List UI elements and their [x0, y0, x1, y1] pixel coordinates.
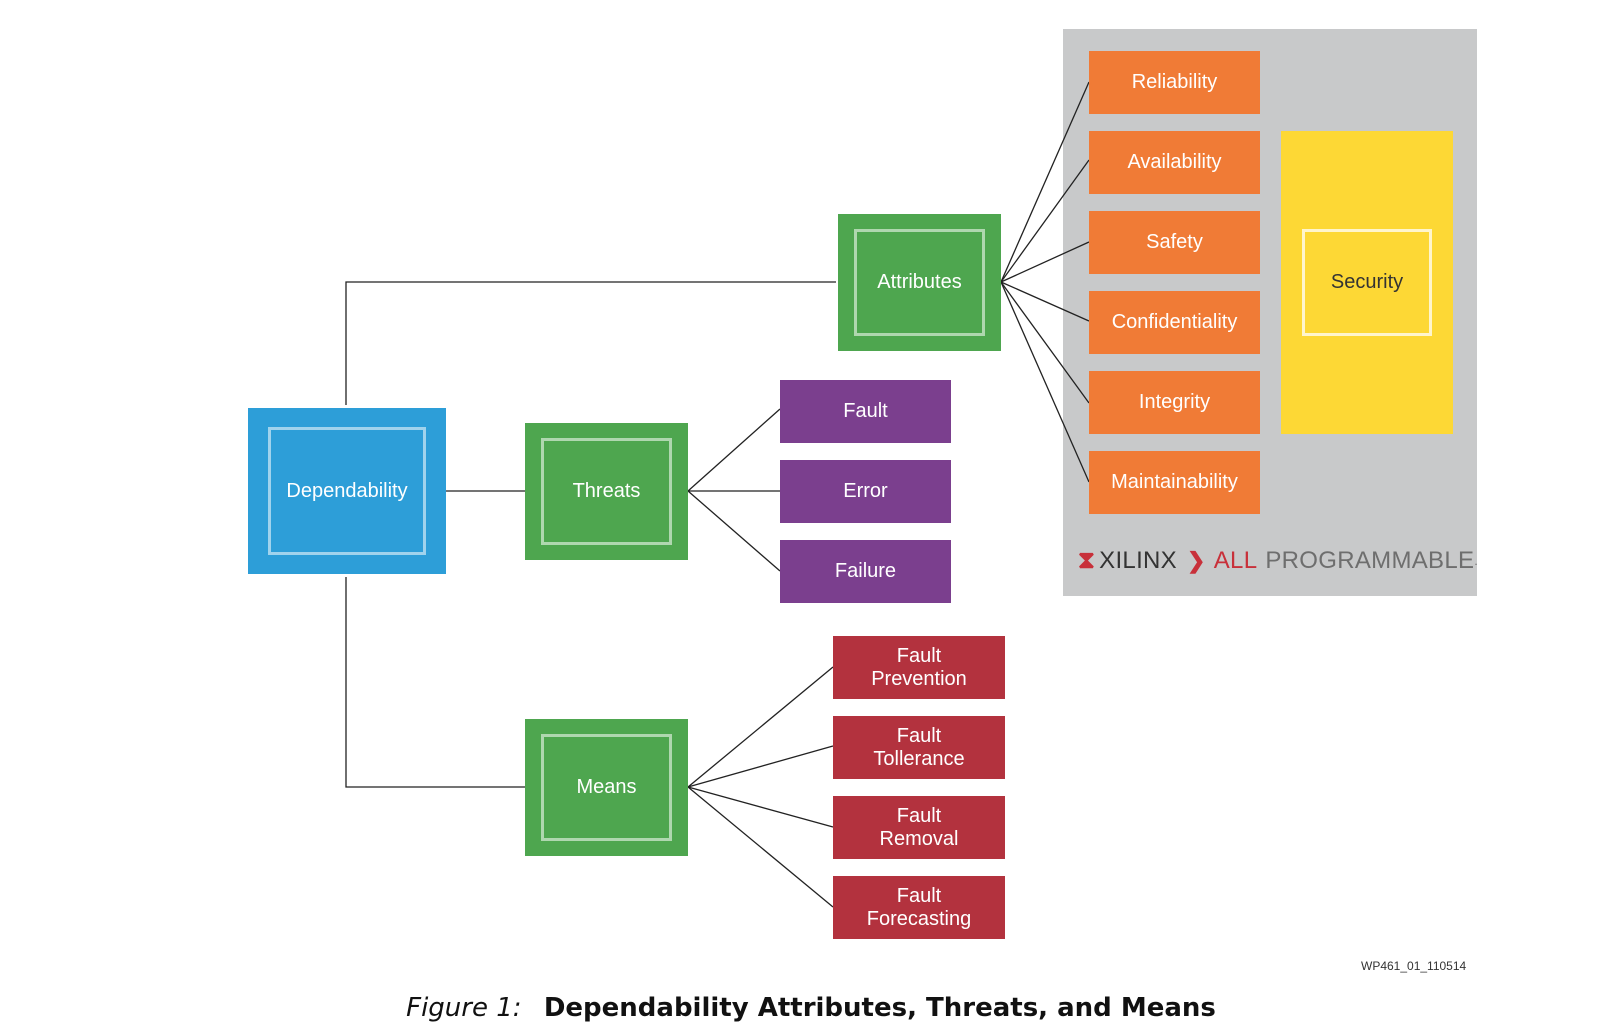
- attribute-label: Maintainability: [1111, 471, 1238, 493]
- connector-attr-integrity: [1000, 281, 1090, 404]
- connector-dependability-attributes: [345, 281, 836, 405]
- connector-mean-removal: [687, 786, 834, 828]
- connector-attr-maintainability: [1000, 281, 1090, 483]
- connector-threat-fault: [687, 408, 781, 492]
- threat-error: Error: [780, 460, 951, 523]
- threat-label: Fault: [843, 400, 888, 422]
- attribute-label: Confidentiality: [1111, 311, 1238, 333]
- attribute-label: Availability: [1127, 151, 1222, 173]
- inner-frame: [268, 427, 426, 555]
- threats-label: Threats: [572, 480, 641, 502]
- means-label: Means: [576, 776, 637, 798]
- figure-id: WP461_01_110514: [1361, 959, 1467, 973]
- logo-brand: XILINX: [1099, 547, 1177, 574]
- mean-fault-forecasting: Fault Forecasting: [833, 876, 1005, 939]
- connector-attr-safety: [1000, 241, 1090, 283]
- attributes-node: Attributes: [838, 214, 1001, 351]
- xilinx-logo: ⧗ XILINX ❯ ALL PROGRAMMABLE .: [1078, 547, 1478, 575]
- xilinx-mark-icon: ⧗: [1078, 547, 1096, 574]
- connector-attr-confidentiality: [1000, 281, 1090, 322]
- attribute-safety: Safety: [1089, 211, 1260, 274]
- inner-frame: [1302, 229, 1432, 336]
- threat-fault: Fault: [780, 380, 951, 443]
- attribute-label: Reliability: [1131, 71, 1218, 93]
- threats-node: Threats: [525, 423, 688, 560]
- attribute-label: Safety: [1146, 231, 1203, 253]
- inner-frame: [854, 229, 985, 336]
- mean-label: Fault Tollerance: [873, 724, 965, 770]
- dependability-label: Dependability: [286, 479, 408, 502]
- attribute-confidentiality: Confidentiality: [1089, 291, 1260, 354]
- caption-title: Dependability Attributes, Threats, and M…: [543, 993, 1216, 1023]
- figure-caption: Figure 1: Dependability Attributes, Thre…: [0, 993, 1622, 1023]
- threat-failure: Failure: [780, 540, 951, 603]
- connector-mean-prevention: [687, 666, 834, 788]
- means-node: Means: [525, 719, 688, 856]
- attribute-reliability: Reliability: [1089, 51, 1260, 114]
- connector-dependability-means: [345, 577, 525, 788]
- connector-threat-failure: [687, 490, 781, 572]
- connector-mean-forecasting: [687, 786, 834, 908]
- security-label: Security: [1330, 271, 1404, 293]
- threat-label: Failure: [834, 560, 897, 582]
- mean-label: Fault Prevention: [871, 644, 967, 690]
- logo-programmable: PROGRAMMABLE: [1265, 547, 1475, 574]
- caption-figure-number: Figure 1:: [406, 993, 522, 1023]
- connector-attr-reliability: [1000, 81, 1090, 283]
- security-node: Security: [1281, 131, 1453, 434]
- inner-frame: [541, 438, 672, 545]
- attribute-availability: Availability: [1089, 131, 1260, 194]
- chevron-right-icon: ❯: [1187, 548, 1206, 573]
- mean-fault-removal: Fault Removal: [833, 796, 1005, 859]
- attribute-label: Integrity: [1138, 391, 1211, 413]
- mean-fault-prevention: Fault Prevention: [833, 636, 1005, 699]
- dependability-node: Dependability: [248, 408, 446, 574]
- logo-all: ALL: [1213, 547, 1258, 574]
- inner-frame: [541, 734, 672, 841]
- mean-label: Fault Removal: [879, 804, 959, 850]
- connector-mean-tollerance: [687, 745, 834, 788]
- attribute-integrity: Integrity: [1089, 371, 1260, 434]
- connector-attr-availability: [1000, 159, 1090, 283]
- attribute-maintainability: Maintainability: [1089, 451, 1260, 514]
- logo-tm: .: [1474, 554, 1478, 568]
- threat-label: Error: [843, 480, 888, 502]
- attributes-label: Attributes: [877, 271, 962, 293]
- mean-label: Fault Forecasting: [866, 884, 972, 930]
- mean-fault-tollerance: Fault Tollerance: [833, 716, 1005, 779]
